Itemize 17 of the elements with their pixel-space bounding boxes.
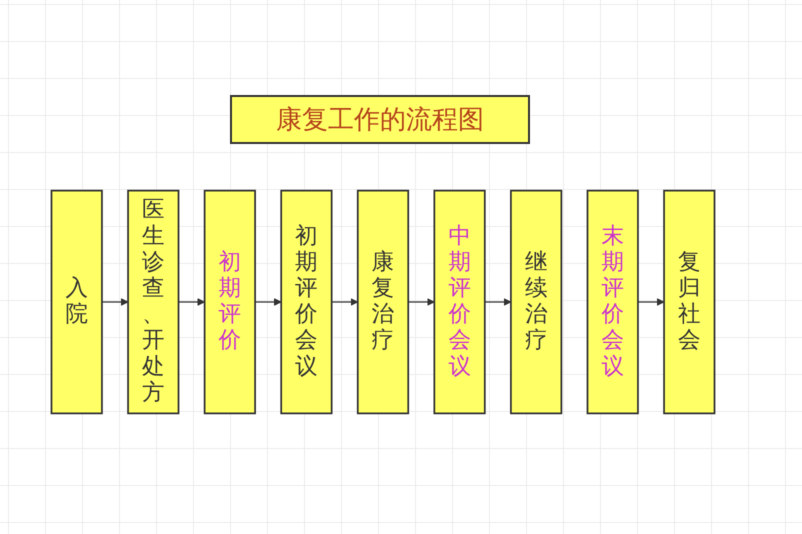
node-box: 复归社会	[663, 190, 716, 414]
arrow	[102, 298, 128, 306]
arrow	[332, 298, 358, 306]
arrow	[178, 298, 205, 306]
arrow	[408, 298, 435, 306]
arrow	[638, 298, 664, 306]
title: 康复工作的流程图	[230, 95, 530, 144]
node-box: 入院	[50, 190, 103, 414]
arrow	[484, 298, 512, 306]
node-box: 中期评价会议	[433, 190, 486, 414]
node-box: 康复治疗	[356, 190, 410, 414]
node-box: 继续治疗	[510, 190, 562, 414]
arrow	[255, 298, 282, 306]
node-box: 医生诊查、开处方	[127, 190, 180, 414]
node-box: 初期评价	[204, 190, 256, 414]
node-box: 末期评价会议	[586, 190, 639, 414]
node-box: 初期评价会议	[280, 190, 333, 414]
